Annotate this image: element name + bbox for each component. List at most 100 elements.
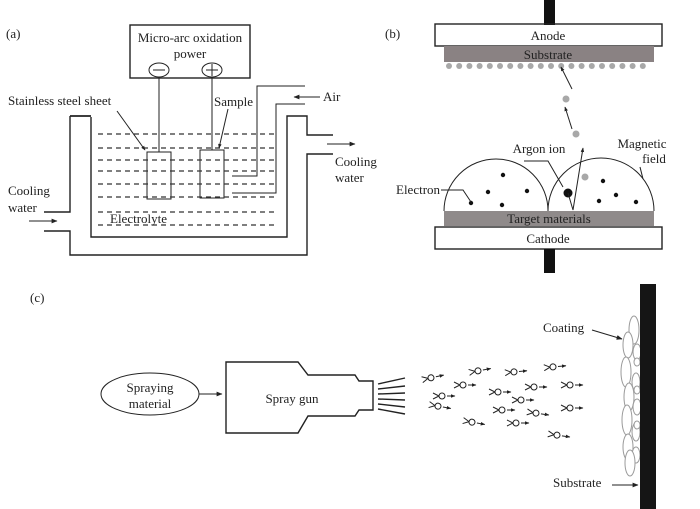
spray-particle-icon: [547, 430, 571, 439]
deposited-particle: [537, 63, 544, 69]
deposited-particle: [609, 63, 616, 69]
coating-splats: [620, 315, 642, 477]
panel-b: (b) Anode Substrate: [385, 0, 667, 273]
spray-particles: [421, 363, 584, 439]
deposited-particle: [599, 63, 605, 69]
coating-splat: [633, 420, 641, 430]
coating-splat: [621, 404, 633, 436]
argon-trajectory-icon: [567, 147, 585, 211]
deposited-particle: [629, 63, 636, 69]
cooling-in-label-2: water: [8, 200, 38, 215]
magnetic-leader: [639, 166, 644, 180]
deposited-particle: [476, 63, 483, 69]
magnetic-field-right: [547, 157, 655, 212]
spray-jet-lines: [377, 377, 406, 415]
deposited-particle: [446, 63, 452, 69]
substrate-layer: [444, 46, 654, 62]
spray-particle-icon: [488, 388, 512, 396]
magnetic-field-left: [443, 158, 549, 212]
air-tube-2: [232, 103, 305, 194]
spray-particle-icon: [506, 419, 530, 427]
coating-splat: [633, 385, 641, 395]
deposited-particle: [548, 63, 554, 69]
substrate-label-c: Substrate: [553, 475, 602, 490]
coating-arrow-icon: [591, 329, 623, 340]
spray-particle-icon: [462, 417, 486, 426]
coating-splat: [632, 398, 642, 416]
cooling-in-label-1: Cooling: [8, 183, 50, 198]
electron-leader: [441, 189, 472, 203]
coating-splat: [620, 356, 632, 388]
cooling-out-label-1: Cooling: [335, 154, 377, 169]
cooling-out-label-2: water: [335, 170, 365, 185]
inner-tank: [90, 115, 333, 238]
deposited-particle: [456, 63, 463, 69]
stainless-steel-sheet: [146, 151, 172, 200]
panel-c: (c) Spraying material Spray gun Coating …: [30, 284, 656, 509]
sample-electrode: [199, 149, 225, 199]
coating-splat: [624, 449, 636, 477]
sputter-arrow-1-icon: [564, 106, 573, 130]
deposited-particle: [507, 63, 514, 69]
sputtered-atom: [562, 95, 570, 103]
magnetic-label-1: Magnetic: [617, 136, 666, 151]
spray-gun-label: Spray gun: [265, 391, 319, 406]
electron-label: Electron: [396, 182, 441, 197]
deposited-particle: [578, 63, 585, 69]
spray-particle-icon: [511, 396, 535, 404]
air-label: Air: [323, 89, 341, 104]
spray-particle-icon: [428, 401, 452, 410]
substrate-label: Substrate: [524, 47, 573, 62]
power-title-1: Micro-arc oxidation: [138, 30, 243, 45]
spray-particle-icon: [421, 374, 445, 383]
sputtered-atom: [581, 173, 589, 181]
sample-leader-icon: [218, 108, 229, 149]
deposited-particle: [527, 63, 534, 69]
sample-label: Sample: [214, 94, 253, 109]
spray-particle-icon: [560, 404, 584, 412]
electrolyte-lines: [98, 133, 276, 226]
panel-c-tag: (c): [30, 290, 44, 305]
spraying-label-1: Spraying: [127, 380, 174, 395]
spray-particle-icon: [560, 381, 584, 389]
deposited-particle: [568, 63, 575, 69]
deposited-particle: [619, 63, 626, 69]
stainless-leader-icon: [116, 110, 146, 151]
target-layer: [444, 211, 654, 226]
sputtered-atom: [572, 130, 580, 138]
negative-terminal-icon: [148, 62, 170, 78]
power-supply-box: [129, 24, 251, 79]
sputter-arrow-2-icon: [560, 66, 573, 90]
spray-gun-body: [225, 361, 374, 434]
spray-particle-icon: [543, 363, 567, 372]
substrate-plate: [640, 284, 656, 509]
spraying-label-2: material: [129, 396, 172, 411]
cooling-jacket: [44, 115, 333, 256]
deposited-particle: [517, 63, 524, 69]
spray-particle-icon: [453, 381, 477, 389]
argon-leader: [524, 160, 564, 188]
panel-a-tag: (a): [6, 26, 20, 41]
deposited-particle: [588, 63, 595, 69]
deposited-particle: [486, 63, 493, 69]
target-label: Target materials: [507, 211, 591, 226]
coating-splat: [622, 331, 634, 359]
deposited-particle: [466, 63, 473, 69]
spray-particle-icon: [432, 392, 456, 400]
anode-rod: [544, 0, 555, 25]
power-title-2: power: [174, 46, 207, 61]
deposited-particle: [497, 63, 503, 69]
spray-particle-icon: [468, 367, 492, 376]
panel-a: (a) Micro-arc oxidation power: [6, 24, 377, 256]
magnetic-label-2: field: [642, 151, 666, 166]
electrolyte-label: Electrolyte: [110, 211, 167, 226]
cathode-rod: [544, 249, 555, 273]
stainless-steel-label: Stainless steel sheet: [8, 93, 112, 108]
positive-terminal-icon: [201, 62, 223, 78]
spray-particle-icon: [524, 383, 548, 391]
spray-particle-icon: [492, 406, 516, 414]
spray-particle-icon: [504, 368, 528, 377]
panel-b-tag: (b): [385, 26, 400, 41]
deposited-particle: [639, 63, 646, 69]
